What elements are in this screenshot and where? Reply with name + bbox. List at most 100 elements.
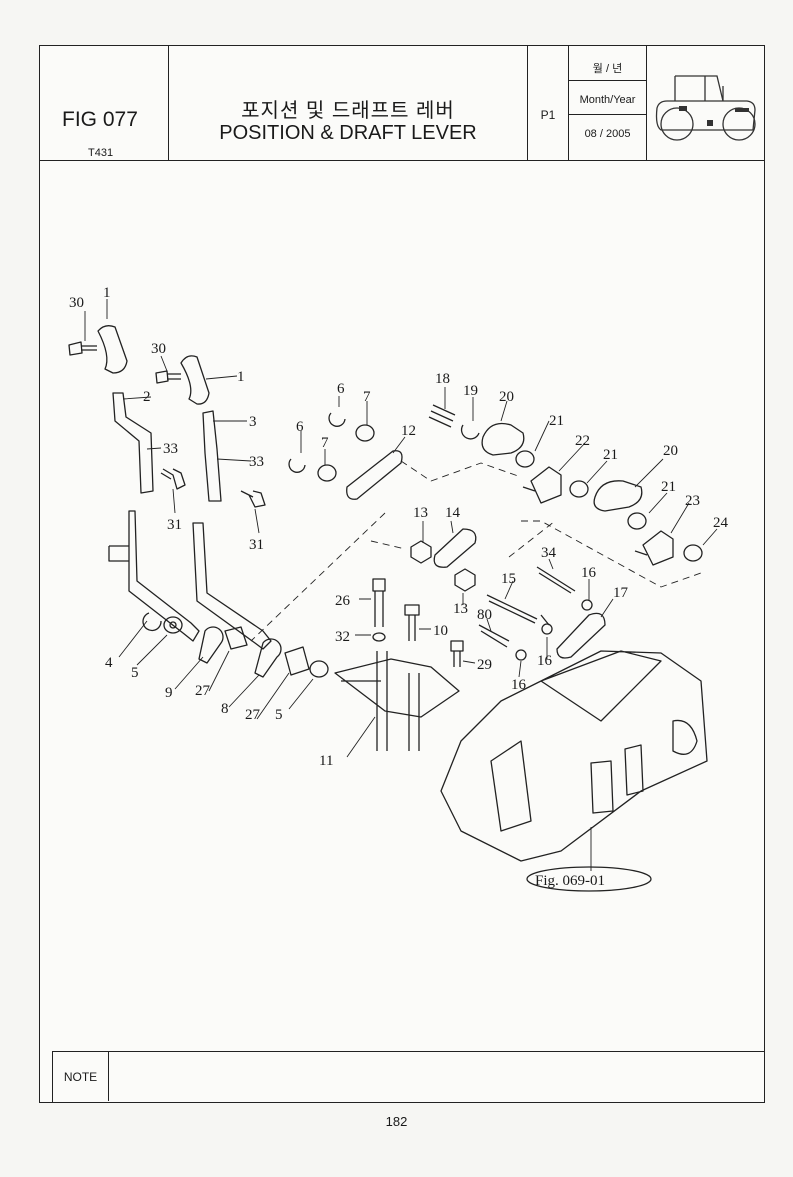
callout: 13 bbox=[453, 601, 468, 617]
hydraulic-housing bbox=[440, 650, 708, 862]
washer bbox=[683, 544, 703, 562]
washer bbox=[515, 450, 535, 468]
tractor-side-view-icon bbox=[655, 75, 756, 141]
washer bbox=[317, 464, 337, 482]
callout: 17 bbox=[613, 585, 629, 601]
page-cell: P1 bbox=[528, 46, 569, 160]
date-cell: 월 / 년 Month/Year 08 / 2005 bbox=[569, 46, 647, 160]
callout: 4 bbox=[105, 655, 113, 671]
callout: 21 bbox=[661, 479, 676, 495]
callout: 11 bbox=[319, 753, 333, 769]
fig-number: FIG 077 bbox=[62, 108, 138, 131]
bolt bbox=[372, 578, 386, 627]
callout: 32 bbox=[335, 629, 350, 645]
date-label-korean: 월 / 년 bbox=[592, 63, 623, 75]
page-frame: FIG 077 T431 포지션 및 드래프트 레버 POSITION & DR… bbox=[39, 45, 765, 1103]
callout: 31 bbox=[249, 537, 264, 553]
callout: 34 bbox=[541, 545, 557, 561]
snap-ring bbox=[460, 424, 480, 440]
cover-plate bbox=[556, 612, 606, 659]
divider bbox=[569, 114, 646, 115]
bushing bbox=[284, 646, 310, 676]
callout: 33 bbox=[163, 441, 178, 457]
bolt bbox=[240, 490, 266, 508]
callout: 10 bbox=[433, 623, 448, 639]
bushing bbox=[224, 626, 248, 650]
callout: 1 bbox=[237, 369, 245, 385]
callout: 5 bbox=[131, 665, 139, 681]
callout: 27 bbox=[195, 683, 211, 699]
lever-arm bbox=[254, 638, 282, 678]
washer bbox=[163, 616, 183, 634]
washer bbox=[309, 660, 329, 678]
callout: 26 bbox=[335, 593, 351, 609]
pin-block bbox=[522, 466, 562, 504]
callout: 7 bbox=[363, 389, 371, 405]
callout: 2 bbox=[143, 389, 151, 405]
nut bbox=[410, 540, 432, 564]
bolt bbox=[155, 370, 181, 384]
callout: 24 bbox=[713, 515, 729, 531]
link-plate bbox=[481, 422, 525, 456]
control-lever bbox=[192, 522, 272, 650]
page-number: 182 bbox=[385, 1114, 408, 1129]
date-label-english: Month/Year bbox=[579, 94, 636, 106]
note-label: NOTE bbox=[53, 1052, 109, 1101]
callout: 18 bbox=[435, 371, 450, 387]
callout: 8 bbox=[221, 701, 229, 717]
spring bbox=[428, 404, 456, 428]
callout: 12 bbox=[401, 423, 416, 439]
callout: 7 bbox=[321, 435, 329, 451]
callout: 30 bbox=[69, 295, 84, 311]
washer bbox=[627, 512, 647, 530]
reference-label: Fig. 069-01 bbox=[535, 873, 605, 889]
nut bbox=[454, 568, 476, 592]
washer bbox=[372, 632, 386, 642]
snap-ring bbox=[328, 412, 346, 427]
parts-diagram: 1 30 30 1 2 3 33 33 31 31 4 5 9 27 8 27 … bbox=[68, 285, 729, 892]
callout: 15 bbox=[501, 571, 516, 587]
lever-plate bbox=[202, 410, 222, 502]
callout: 1 bbox=[103, 285, 111, 301]
lever-plate bbox=[112, 392, 154, 494]
callout: 9 bbox=[165, 685, 173, 701]
washer bbox=[541, 623, 553, 635]
callout: 27 bbox=[245, 707, 261, 723]
shaft-pin bbox=[536, 566, 576, 594]
reference-outline bbox=[526, 866, 652, 892]
lever-arm bbox=[198, 626, 224, 664]
bolt bbox=[404, 604, 420, 641]
divider bbox=[569, 80, 646, 81]
snap-ring bbox=[142, 612, 162, 632]
callout: 21 bbox=[603, 447, 618, 463]
shaft-pin bbox=[486, 594, 550, 626]
date-value: 08 / 2005 bbox=[584, 128, 631, 140]
washer bbox=[355, 424, 375, 442]
callout: 80 bbox=[477, 607, 492, 623]
control-lever bbox=[108, 510, 200, 642]
callout: 14 bbox=[445, 505, 461, 521]
header-block: FIG 077 T431 포지션 및 드래프트 레버 POSITION & DR… bbox=[40, 46, 764, 161]
bracket-plate bbox=[433, 528, 477, 568]
callout: 3 bbox=[249, 414, 257, 430]
title-korean: 포지션 및 드래프트 레버 bbox=[241, 100, 455, 122]
link-plate bbox=[346, 450, 403, 500]
callout: 16 bbox=[537, 653, 553, 669]
bolt bbox=[160, 468, 186, 490]
title-cell: 포지션 및 드래프트 레버 POSITION & DRAFT LEVER bbox=[169, 46, 528, 160]
link-plate bbox=[593, 480, 643, 512]
tractor-cell bbox=[647, 46, 764, 160]
callout: 21 bbox=[549, 413, 564, 429]
washer bbox=[515, 649, 527, 661]
callout: 22 bbox=[575, 433, 590, 449]
washer bbox=[569, 480, 589, 498]
callout: 20 bbox=[499, 389, 514, 405]
washer bbox=[581, 599, 593, 611]
title-english: POSITION & DRAFT LEVER bbox=[219, 122, 477, 144]
page-label: P1 bbox=[540, 108, 556, 122]
callout: 16 bbox=[511, 677, 527, 693]
bolt bbox=[450, 640, 464, 667]
model-code: T431 bbox=[88, 147, 114, 159]
callout: 30 bbox=[151, 341, 166, 357]
bolt bbox=[68, 341, 97, 356]
